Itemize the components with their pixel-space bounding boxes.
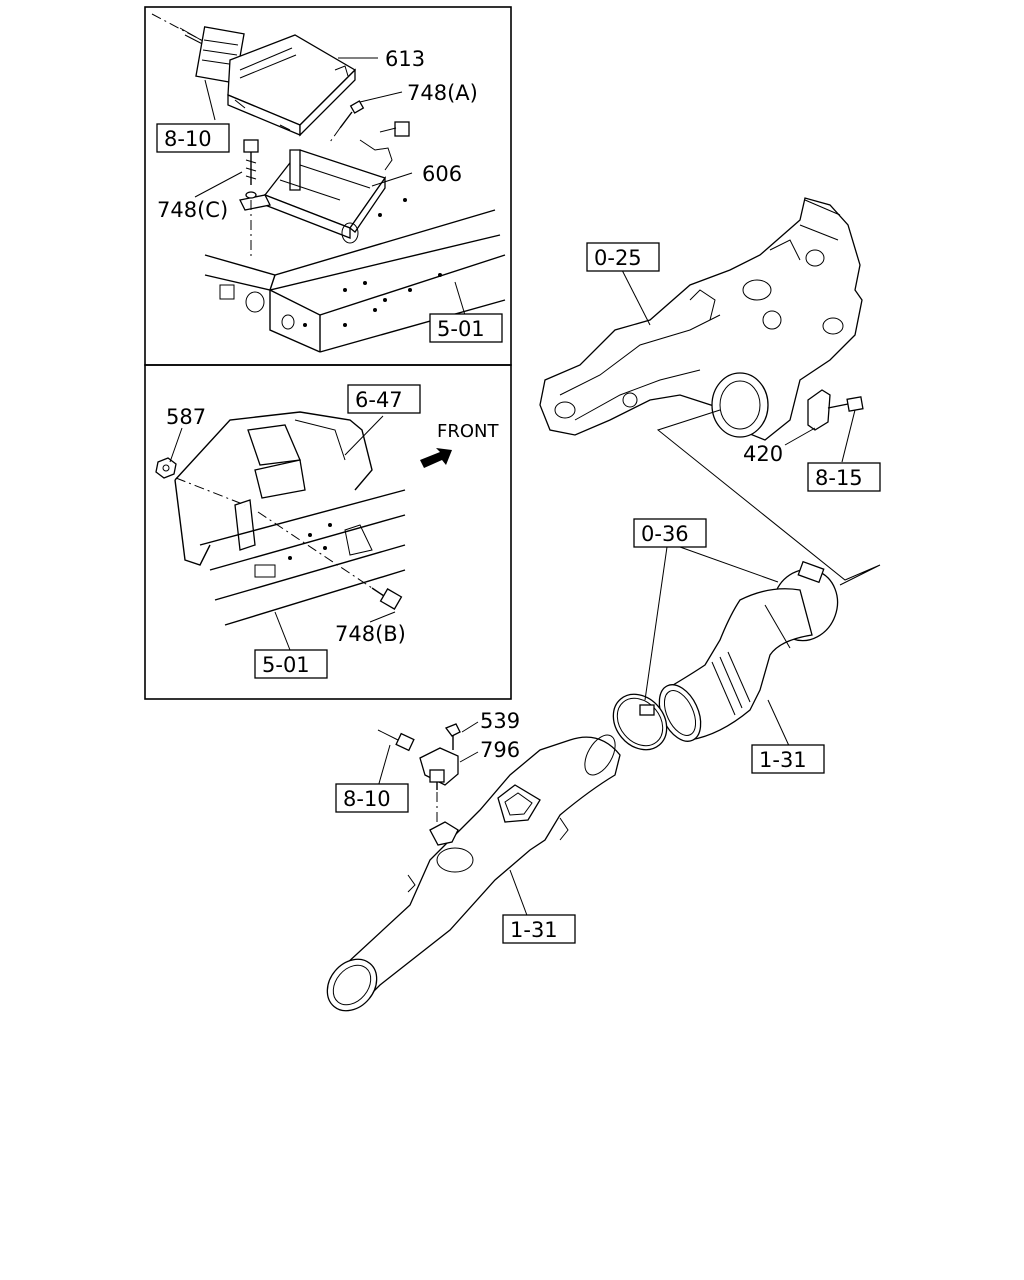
label-420: 420 bbox=[743, 442, 783, 466]
front-arrow-icon bbox=[420, 448, 452, 468]
ref-box-1-31-hose bbox=[751, 744, 825, 774]
ref-box-8-10-low bbox=[335, 783, 409, 813]
intake-hose bbox=[658, 588, 813, 742]
intake-manifold bbox=[539, 197, 863, 441]
ref-box-0-36 bbox=[633, 518, 707, 548]
ref-box-5-01-top bbox=[429, 313, 503, 343]
label-1-31-hose: 1-31 bbox=[759, 748, 807, 772]
label-613: 613 bbox=[385, 47, 425, 71]
ref-box-8-15 bbox=[807, 462, 881, 492]
bolt-748b bbox=[257, 511, 403, 610]
label-539: 539 bbox=[480, 709, 520, 733]
label-796: 796 bbox=[480, 738, 520, 762]
bracket-606 bbox=[239, 121, 410, 239]
inset-frame-mid bbox=[144, 364, 512, 700]
sensor-796 bbox=[419, 747, 459, 830]
nut-587 bbox=[155, 457, 246, 506]
label-6-47: 6-47 bbox=[355, 388, 403, 412]
bolt-748a bbox=[329, 100, 365, 143]
label-1-31-duct: 1-31 bbox=[510, 918, 558, 942]
bolt-748c bbox=[243, 139, 259, 258]
label-5-01-mid: 5-01 bbox=[262, 653, 310, 677]
harness-connector-low bbox=[377, 729, 415, 752]
label-5-01-top: 5-01 bbox=[437, 317, 485, 341]
ref-box-8-10-top bbox=[156, 123, 230, 153]
screw-539 bbox=[444, 723, 461, 750]
gasket-420 bbox=[807, 389, 864, 431]
label-0-25: 0-25 bbox=[594, 246, 642, 270]
label-0-36: 0-36 bbox=[641, 522, 689, 546]
air-duct bbox=[326, 734, 621, 1012]
label-748c: 748(C) bbox=[157, 198, 228, 222]
label-8-15: 8-15 bbox=[815, 466, 863, 490]
ref-box-1-31-duct bbox=[502, 914, 576, 944]
label-8-10-low: 8-10 bbox=[343, 787, 391, 811]
label-748a: 748(A) bbox=[407, 81, 478, 105]
bracket-assembly-mid bbox=[174, 411, 406, 626]
ref-box-5-01-mid bbox=[254, 649, 328, 679]
frame-rail-top bbox=[204, 198, 506, 353]
ecu-module bbox=[227, 34, 357, 137]
ref-box-0-25 bbox=[586, 242, 660, 272]
label-8-10-top: 8-10 bbox=[164, 127, 212, 151]
label-748b: 748(B) bbox=[335, 622, 406, 646]
label-587: 587 bbox=[166, 405, 206, 429]
hose-clamp-lower bbox=[612, 693, 668, 751]
label-606: 606 bbox=[422, 162, 462, 186]
label-front: FRONT bbox=[437, 421, 499, 442]
ref-box-6-47 bbox=[347, 384, 421, 414]
